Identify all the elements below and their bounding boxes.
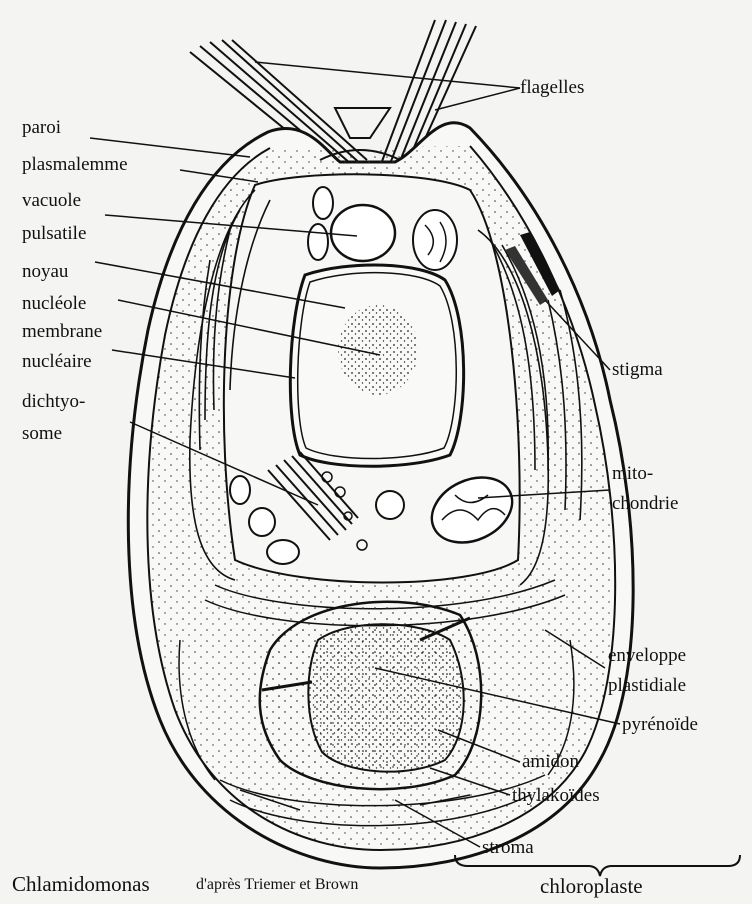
- label-nucleaire: nucléaire: [22, 352, 92, 372]
- caption-organism: Chlamidomonas: [12, 872, 150, 897]
- pyrenoid: [308, 624, 463, 771]
- label-some: some: [22, 424, 62, 444]
- label-enveloppe: enveloppe: [608, 646, 686, 666]
- label-chondrie: chondrie: [612, 494, 678, 514]
- label-vacuole: vacuole: [22, 191, 81, 211]
- label-stigma: stigma: [612, 360, 663, 380]
- nucleolus: [338, 305, 418, 395]
- label-noyau: noyau: [22, 262, 68, 282]
- label-pulsatile: pulsatile: [22, 224, 86, 244]
- label-pyrenoide: pyrénoïde: [622, 715, 698, 735]
- label-plasmalemme: plasmalemme: [22, 155, 128, 175]
- label-thylakoides: thylakoïdes: [512, 786, 600, 806]
- label-dichtyo: dichtyo-: [22, 392, 85, 412]
- label-mito: mito-: [612, 464, 653, 484]
- label-plastidiale: plastidiale: [608, 676, 686, 696]
- contractile-vacuole: [331, 205, 395, 261]
- chloroplaste-brace: [455, 855, 740, 876]
- label-membrane: membrane: [22, 322, 102, 342]
- label-nucleole: nucléole: [22, 294, 86, 314]
- label-amidon: amidon: [522, 752, 579, 772]
- caption-chloroplaste: chloroplaste: [540, 874, 643, 899]
- label-flagelles: flagelles: [520, 78, 584, 98]
- caption-source: d'après Triemer et Brown: [196, 876, 358, 894]
- label-paroi: paroi: [22, 118, 61, 138]
- label-stroma: stroma: [482, 838, 534, 858]
